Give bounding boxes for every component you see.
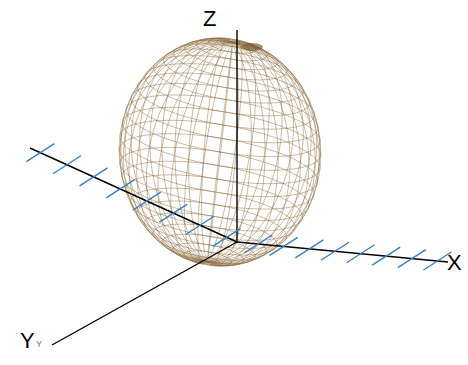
coordinate-axes (30, 30, 448, 345)
director-element (398, 250, 426, 268)
antenna-elements (26, 144, 451, 270)
director-element (133, 192, 161, 210)
lobe-wireframe (119, 38, 321, 266)
director-element (270, 237, 298, 255)
mesh-line (162, 38, 233, 262)
mesh-line (207, 42, 316, 261)
director-element (295, 240, 323, 258)
mesh-line (120, 42, 233, 262)
director-element (321, 242, 349, 260)
mesh-line (207, 42, 282, 262)
mesh-line (121, 41, 233, 262)
z-axis (236, 30, 237, 242)
y-axis (52, 242, 237, 345)
mesh-line (207, 41, 269, 261)
director-element (80, 168, 108, 186)
director-element (213, 228, 241, 246)
mesh-line (207, 42, 293, 261)
mesh-line (158, 42, 233, 262)
mesh-line (207, 42, 319, 263)
mesh-line (207, 42, 300, 265)
mesh-line (175, 38, 233, 262)
director-element (244, 235, 272, 253)
x-axis (237, 242, 448, 262)
mesh-line (140, 39, 233, 262)
mesh-line (184, 42, 232, 263)
mesh-line (207, 42, 278, 266)
x-axis-back (30, 148, 237, 242)
axis-label: X (447, 252, 462, 274)
mesh-line (122, 107, 321, 170)
mesh-line (125, 40, 233, 262)
axis-label: Y (20, 330, 35, 352)
mesh-line (198, 42, 233, 264)
mesh-line (137, 42, 233, 261)
mesh-line (207, 42, 290, 265)
director-element (26, 144, 54, 162)
director-element (106, 180, 134, 198)
director-element (53, 156, 81, 174)
mesh-line (119, 41, 233, 261)
mesh-line (119, 134, 318, 197)
mesh-line (207, 42, 303, 261)
lobe-cap (241, 43, 263, 51)
mesh-line (131, 39, 233, 261)
axis-subscript: Y (36, 340, 42, 349)
mesh-line (207, 42, 321, 262)
mesh-line (150, 38, 233, 261)
director-element (186, 216, 214, 234)
director-element (372, 247, 400, 265)
mesh-line (163, 49, 296, 91)
mesh-line (207, 42, 320, 262)
axis-label: Z (203, 8, 216, 30)
mesh-line (207, 40, 255, 261)
mesh-line (207, 42, 315, 264)
director-element (159, 204, 187, 222)
director-element (347, 245, 375, 263)
